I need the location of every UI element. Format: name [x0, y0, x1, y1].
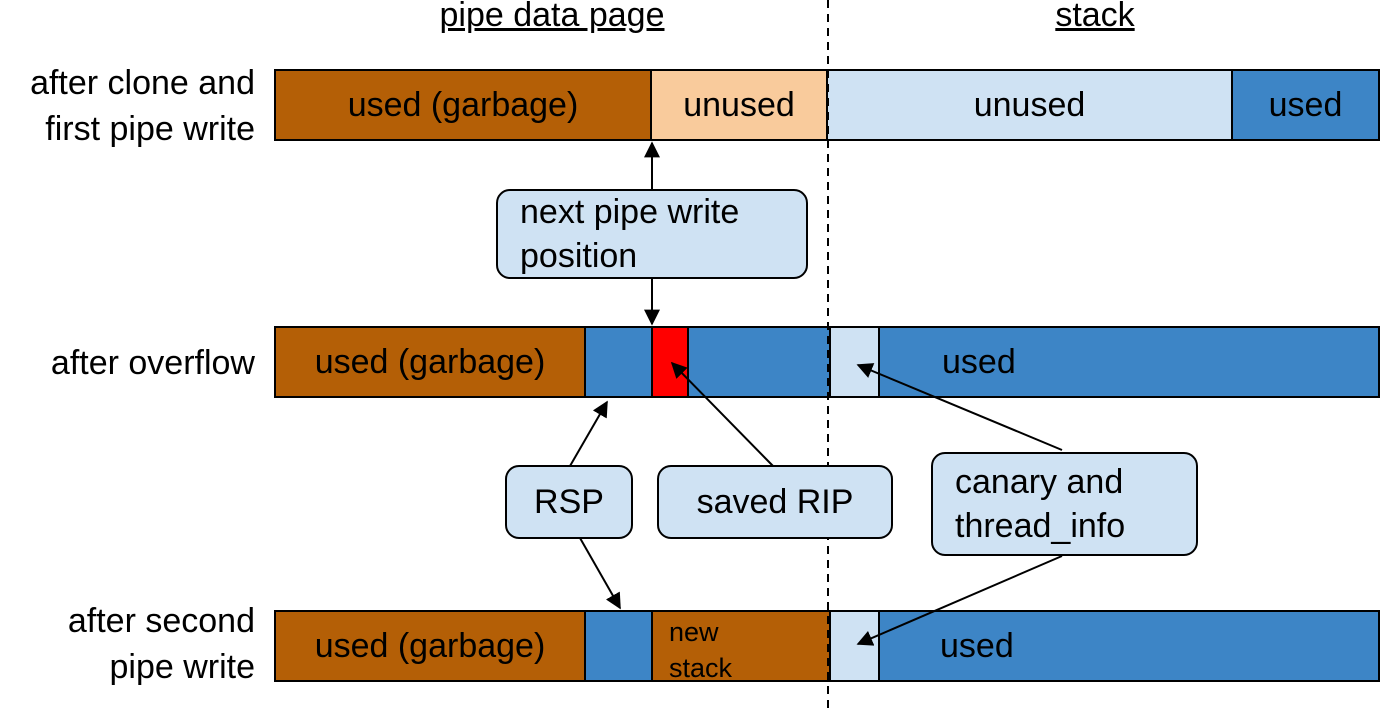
callout-saved-rip-text: saved RIP [696, 483, 854, 521]
row-label-after-clone: after clone and first pipe write [0, 60, 255, 152]
row3-new-stack-label-line1: new [669, 617, 719, 647]
callout-next-pipe-write-text: next pipe write position [520, 193, 740, 275]
row3-new-stack-label-line2: stack [669, 653, 733, 682]
callout-canary-text: canary and thread_info [955, 463, 1126, 545]
saved-rip-arrow [670, 361, 774, 467]
row3-used-garbage-label: used (garbage) [314, 626, 546, 665]
callout-rsp: RSP [505, 465, 633, 539]
canary-arrow-down [856, 555, 1063, 646]
callout-canary-thread-info: canary and thread_info [931, 452, 1198, 556]
canary-arrow-up [856, 363, 1063, 451]
row2-used-segment: used [878, 326, 1380, 398]
row-label-after-second-write: after second pipe write [0, 598, 255, 690]
row1-used-segment: used [1231, 69, 1380, 141]
row1-unused-stack-label: unused [973, 85, 1086, 124]
row3-used-garbage-segment: used (garbage) [274, 610, 586, 682]
row2-used-label: used [942, 342, 1016, 381]
row3-new-stack-segment: new stack [651, 610, 831, 682]
row1-used-garbage-label: used (garbage) [347, 85, 579, 124]
row1-unused-stack-segment: unused [826, 69, 1233, 141]
callout-saved-rip: saved RIP [657, 465, 893, 539]
header-pipe-data-page: pipe data page [439, 0, 665, 34]
row1-unused-pipe-segment: unused [650, 69, 828, 141]
row3-rsp-region-segment [584, 610, 653, 682]
row3-used-segment: used [878, 610, 1380, 682]
row-label-after-clone-text: after clone and first pipe write [30, 64, 255, 148]
row3-used-label: used [940, 626, 1014, 665]
rsp-arrow-up [569, 400, 608, 467]
rsp-arrow-down [579, 537, 621, 610]
row-label-after-second-write-text: after second pipe write [67, 602, 255, 686]
row-label-after-overflow: after overflow [50, 344, 255, 382]
row2-used-garbage-segment: used (garbage) [274, 326, 586, 398]
row1-used-label: used [1268, 85, 1343, 124]
header-stack: stack [1055, 0, 1135, 34]
row1-used-garbage-segment: used (garbage) [274, 69, 652, 141]
row1-unused-pipe-label: unused [683, 85, 795, 124]
row3-canary-segment [829, 610, 880, 682]
row2-overflow-segment [687, 326, 831, 398]
callout-next-pipe-write-position: next pipe write position [496, 189, 808, 279]
row2-used-garbage-label: used (garbage) [314, 342, 546, 381]
callout-rsp-text: RSP [534, 483, 604, 521]
